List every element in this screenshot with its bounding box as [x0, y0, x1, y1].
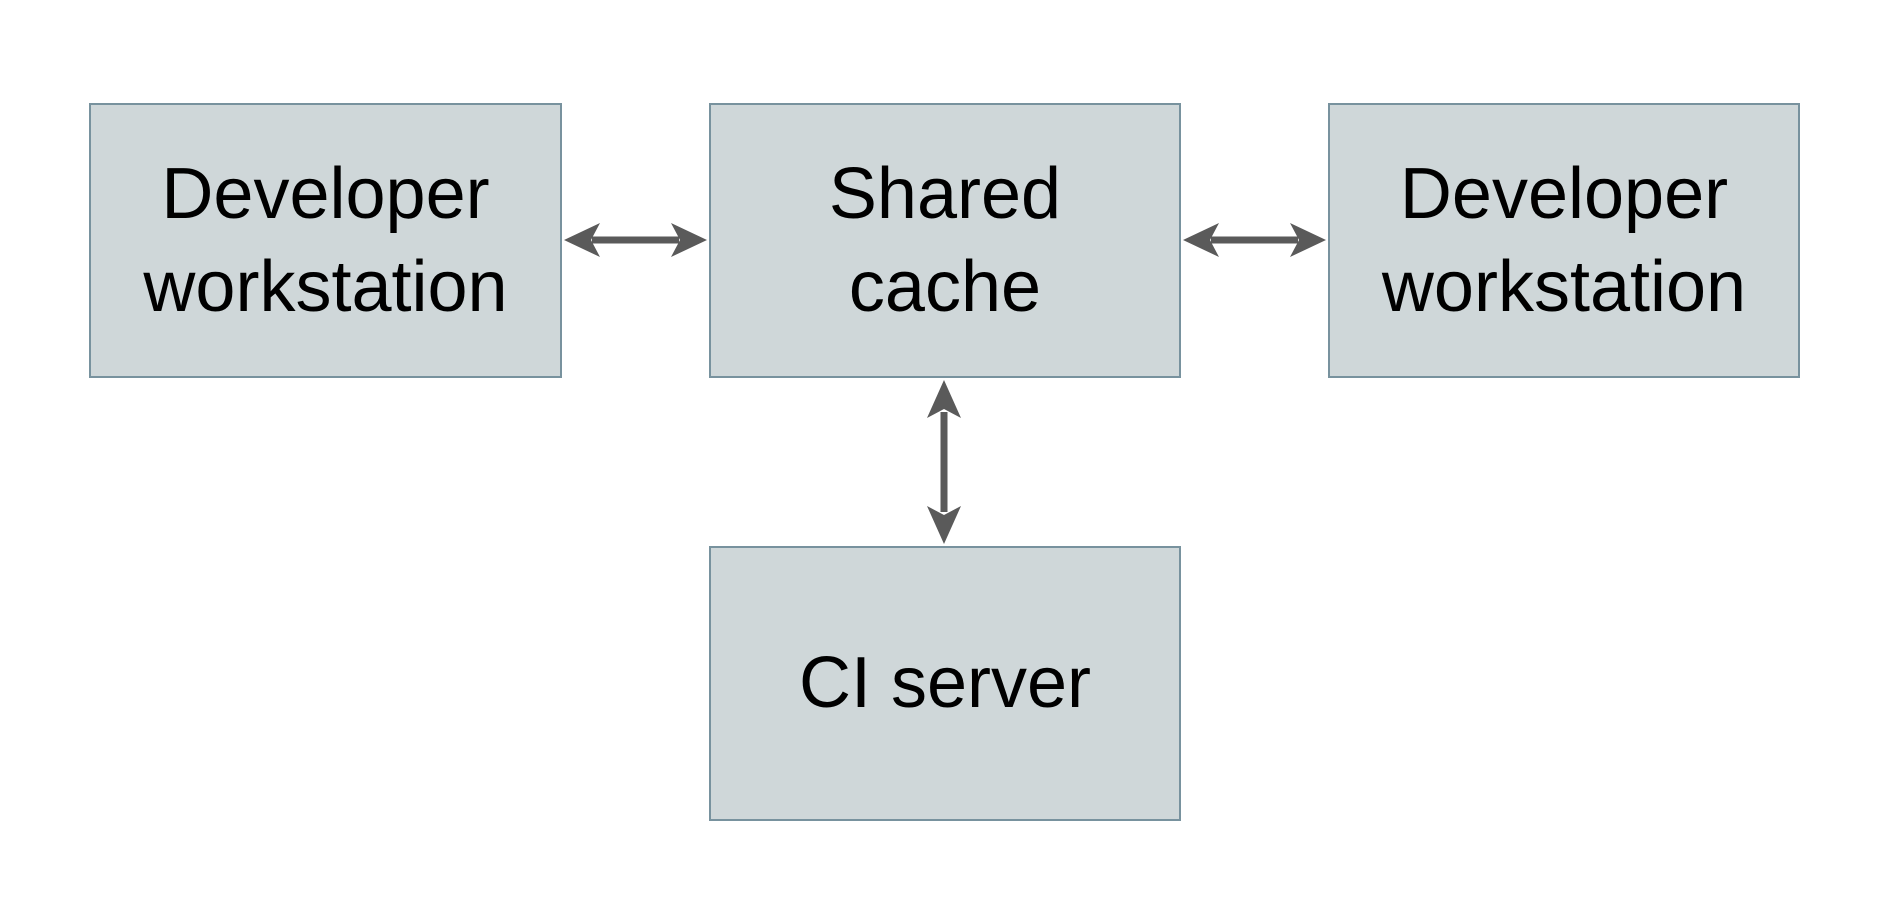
arrowhead-icon: [1183, 223, 1219, 257]
bidirectional-arrow-icon-vertical: [927, 380, 961, 544]
node-label-line: workstation: [1381, 246, 1747, 327]
node-label-line: cache: [848, 246, 1042, 327]
bidirectional-arrow-icon-left: [564, 223, 707, 257]
node-ci-server: CI server: [709, 546, 1181, 821]
node-label-line: CI server: [798, 643, 1092, 723]
node-developer-workstation-right: Developer workstation: [1328, 103, 1800, 378]
node-developer-workstation-left: Developer workstation: [89, 103, 562, 378]
arrowhead-icon: [564, 223, 600, 257]
node-label-line: workstation: [143, 246, 508, 327]
node-label-line: Developer: [1399, 153, 1729, 234]
arrowhead-icon: [927, 380, 961, 418]
node-label-line: Developer: [161, 153, 490, 234]
node-label-line: Shared: [828, 153, 1062, 234]
arrowhead-icon: [671, 223, 707, 257]
arrowhead-icon: [927, 506, 961, 544]
arrowhead-icon: [1290, 223, 1326, 257]
bidirectional-arrow-icon-right: [1183, 223, 1326, 257]
node-shared-cache: Shared cache: [709, 103, 1181, 378]
